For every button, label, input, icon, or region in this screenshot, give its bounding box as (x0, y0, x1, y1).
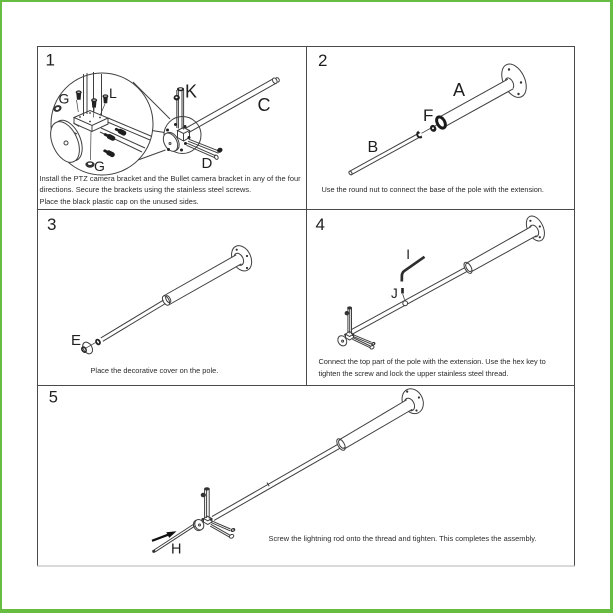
svg-text:B: B (368, 139, 379, 156)
svg-text:K: K (185, 82, 197, 102)
svg-text:G: G (59, 91, 70, 107)
svg-text:4: 4 (316, 215, 325, 234)
svg-text:I: I (406, 247, 410, 262)
svg-text:1: 1 (46, 50, 55, 69)
svg-text:D: D (202, 155, 213, 172)
svg-text:L: L (109, 85, 117, 101)
svg-text:2: 2 (318, 51, 327, 70)
svg-text:5: 5 (49, 389, 58, 407)
svg-text:F: F (423, 106, 433, 125)
svg-text:A: A (453, 80, 465, 100)
svg-text:G: G (94, 158, 105, 174)
svg-text:J: J (391, 286, 398, 301)
svg-text:E: E (71, 332, 81, 349)
svg-text:3: 3 (47, 215, 56, 234)
svg-text:C: C (258, 95, 271, 115)
svg-text:H: H (171, 542, 181, 558)
